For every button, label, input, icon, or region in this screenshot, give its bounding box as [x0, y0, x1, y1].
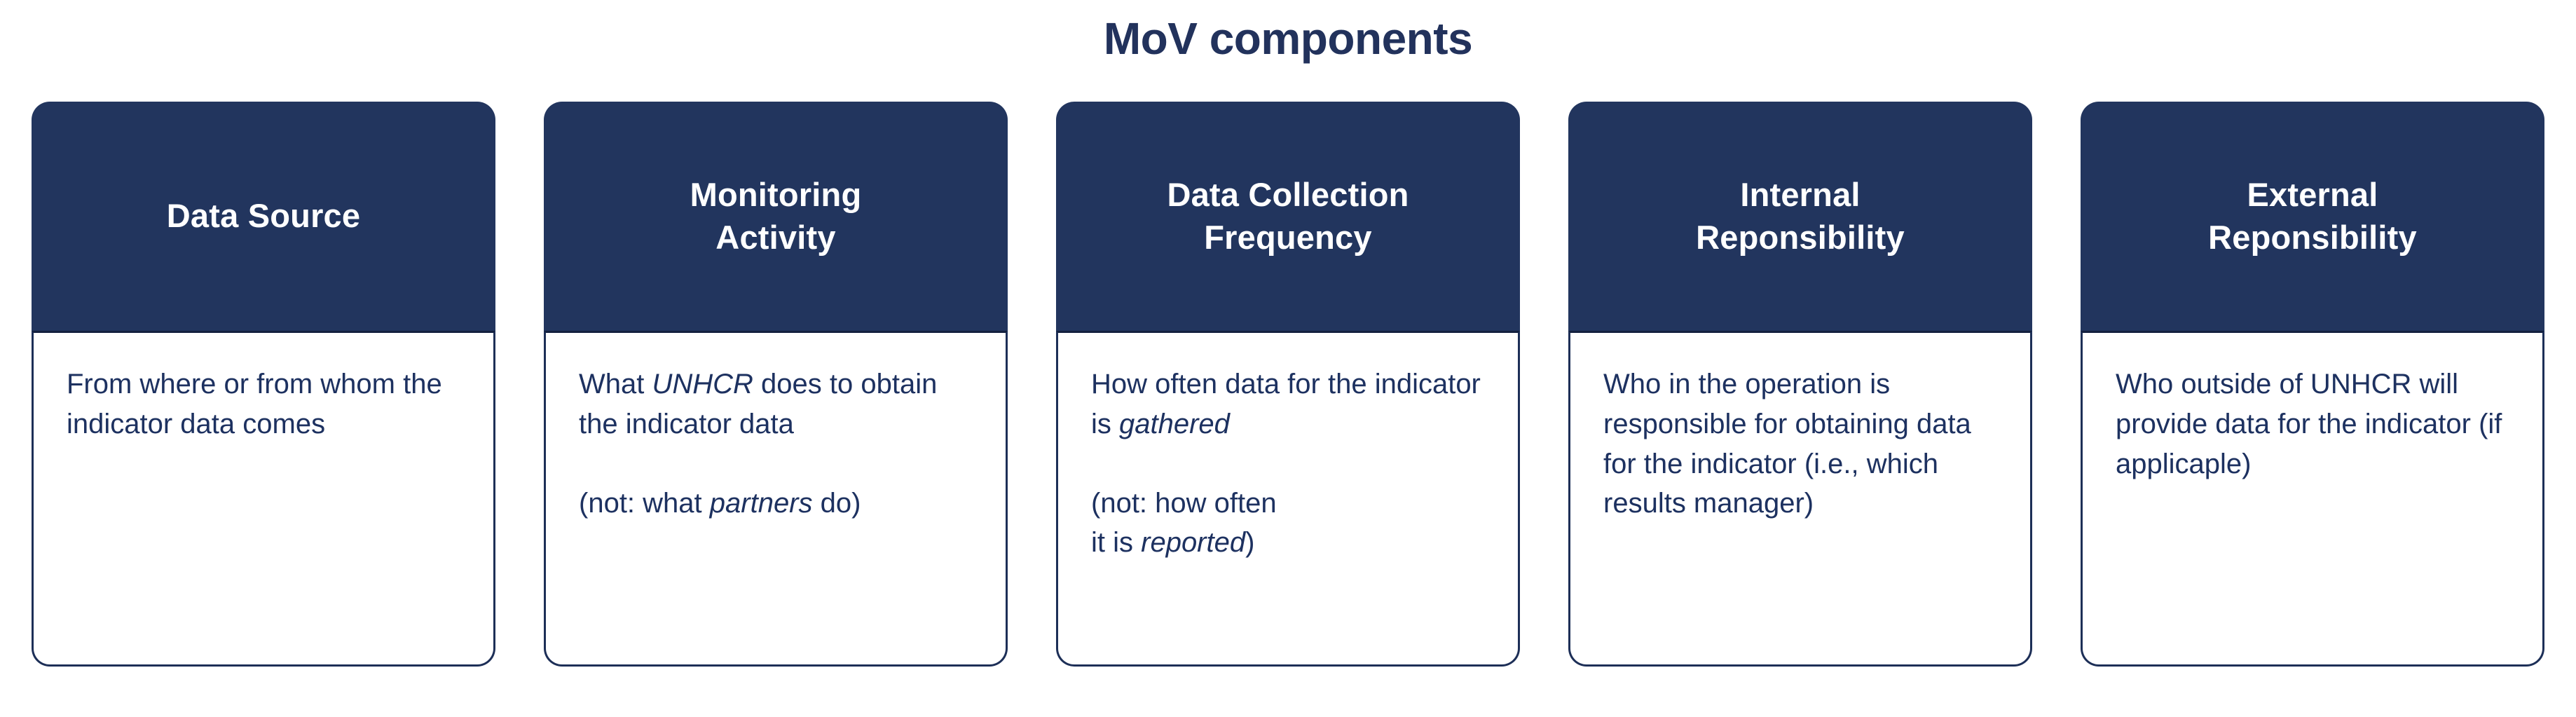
card-monitoring-activity: Monitoring Activity What UNHCR does to o…: [544, 102, 1008, 667]
card-body-description: Who in the operation is responsible for …: [1603, 369, 1971, 519]
card-header-label: External Reponsibility: [2208, 176, 2417, 256]
card-body-data-collection-frequency: How often data for the indicator is gath…: [1056, 331, 1520, 667]
card-body-description: How often data for the indicator is gath…: [1091, 369, 1481, 439]
card-header-data-collection-frequency: Data Collection Frequency: [1056, 102, 1520, 331]
card-body-monitoring-activity: What UNHCR does to obtain the indicator …: [544, 331, 1008, 667]
page-title: MoV components: [1103, 13, 1473, 64]
card-internal-responsibility: Internal Reponsibility Who in the operat…: [1568, 102, 2032, 667]
card-body-internal-responsibility: Who in the operation is responsible for …: [1568, 331, 2032, 667]
card-external-responsibility: External Reponsibility Who outside of UN…: [2081, 102, 2544, 667]
card-body-note: (not: how often it is reported): [1091, 487, 1277, 559]
card-header-label: Data Source: [166, 197, 361, 235]
card-body-note: (not: what partners do): [579, 487, 861, 519]
card-body-description: Who outside of UNHCR will provide data f…: [2116, 369, 2502, 479]
card-body-external-responsibility: Who outside of UNHCR will provide data f…: [2081, 331, 2544, 667]
card-header-monitoring-activity: Monitoring Activity: [544, 102, 1008, 331]
card-data-source: Data Source From where or from whom the …: [32, 102, 495, 667]
card-header-internal-responsibility: Internal Reponsibility: [1568, 102, 2032, 331]
card-header-label: Internal Reponsibility: [1696, 176, 1905, 256]
card-header-external-responsibility: External Reponsibility: [2081, 102, 2544, 331]
card-body-data-source: From where or from whom the indicator da…: [32, 331, 495, 667]
card-body-description: What UNHCR does to obtain the indicator …: [579, 369, 938, 439]
card-header-label: Data Collection Frequency: [1167, 176, 1409, 256]
card-header-data-source: Data Source: [32, 102, 495, 331]
card-data-collection-frequency: Data Collection Frequency How often data…: [1056, 102, 1520, 667]
card-header-label: Monitoring Activity: [690, 176, 862, 256]
mov-components-card-row: Data Source From where or from whom the …: [32, 102, 2544, 667]
card-body-description: From where or from whom the indicator da…: [67, 369, 442, 439]
